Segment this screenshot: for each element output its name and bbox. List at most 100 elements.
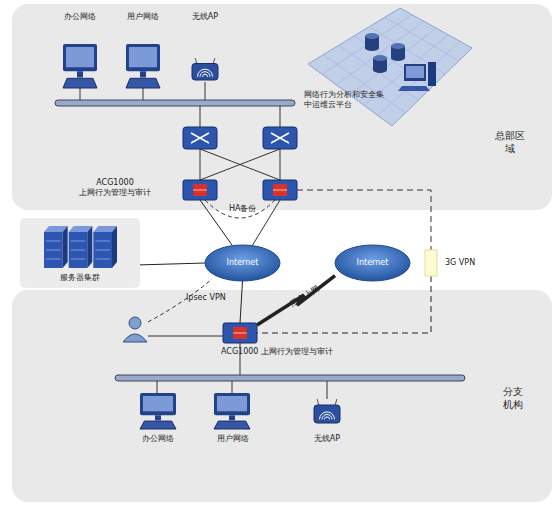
wire bbox=[80, 88, 81, 100]
server-front bbox=[69, 232, 88, 268]
pc-base bbox=[63, 78, 97, 88]
icon-group bbox=[205, 245, 280, 281]
database-top bbox=[373, 55, 387, 61]
network-node: 办公网络 bbox=[55, 10, 105, 90]
network-node: 网络行为分析和安全集 中运维云平台 bbox=[300, 6, 475, 131]
database-bottom bbox=[373, 67, 387, 73]
firewall-brick bbox=[233, 333, 247, 334]
icon-group bbox=[425, 250, 437, 276]
internet-cloud bbox=[205, 245, 280, 281]
wifi-arc bbox=[320, 412, 335, 420]
user-head bbox=[129, 317, 141, 329]
server-stripe bbox=[71, 259, 86, 260]
icon-group bbox=[214, 393, 250, 429]
icon-group bbox=[126, 44, 160, 88]
internet-cloud bbox=[335, 245, 410, 281]
monitor-screen bbox=[66, 47, 94, 67]
wire bbox=[280, 149, 281, 180]
server-front bbox=[44, 232, 63, 268]
node-icon bbox=[55, 10, 105, 90]
console-monitor bbox=[404, 64, 426, 81]
link-label: Ipsec VPN bbox=[186, 293, 226, 302]
firewall-wall bbox=[273, 184, 287, 196]
lan-bus bbox=[115, 375, 465, 381]
wifi-arc bbox=[200, 72, 210, 77]
network-node: ACG1000 上网行为管理与审计 bbox=[223, 323, 257, 343]
network-node: 3G VPN bbox=[425, 250, 437, 276]
network-node: 用户网络 bbox=[205, 393, 260, 448]
wire bbox=[232, 381, 233, 393]
wifi-arc bbox=[325, 417, 330, 420]
platform-grid bbox=[350, 28, 436, 95]
database-top bbox=[391, 43, 405, 49]
firewall-wall bbox=[233, 327, 247, 339]
switch-symbol bbox=[183, 127, 217, 149]
node-label: 3G VPN bbox=[445, 258, 495, 268]
network-node: ACG1000 上网行为管理与审计 bbox=[183, 180, 217, 200]
node-label: 办公网络 bbox=[55, 12, 105, 22]
server-stripe bbox=[46, 259, 61, 260]
node-icon bbox=[183, 180, 217, 200]
node-label: 无线AP bbox=[180, 12, 230, 22]
icon-group bbox=[314, 399, 340, 423]
network-node: 无线AP bbox=[180, 10, 230, 82]
monitor-screen bbox=[217, 396, 247, 411]
node-label: 办公网络 bbox=[130, 434, 185, 444]
lan-bus bbox=[55, 100, 295, 106]
firewall-symbol bbox=[263, 180, 297, 200]
server-stripe bbox=[71, 241, 86, 242]
wifi-arc bbox=[198, 69, 213, 76]
node-label: 总部区 域 bbox=[490, 130, 530, 155]
wire bbox=[157, 381, 158, 393]
node-label: 分支 机构 bbox=[498, 386, 528, 411]
database-bottom bbox=[365, 45, 379, 51]
node-label: Internet bbox=[335, 258, 410, 268]
wire bbox=[280, 106, 281, 127]
node-label: Internet bbox=[205, 258, 280, 268]
console-tower bbox=[428, 62, 436, 86]
network-node: 无线AP bbox=[298, 393, 356, 448]
node-icon bbox=[223, 323, 257, 343]
server-side bbox=[87, 226, 92, 268]
monitor-frame bbox=[63, 44, 97, 71]
region-band: 办公网络 用户网络 无线AP 网络行为分析和安全集 中运维云平台 ACG1000 上网行… bbox=[12, 4, 552, 210]
firewall-wall bbox=[193, 184, 207, 196]
console-screen bbox=[406, 66, 424, 78]
wire bbox=[327, 381, 328, 399]
switch-symbol bbox=[263, 127, 297, 149]
node-label: 服务器集群 bbox=[20, 273, 140, 283]
database-bottom bbox=[391, 55, 405, 61]
switch-arrows bbox=[191, 133, 209, 143]
monitor-neck bbox=[140, 71, 146, 77]
monitor-neck bbox=[77, 71, 83, 77]
server-stripe bbox=[71, 250, 86, 251]
icon-group bbox=[140, 393, 176, 429]
icon-group bbox=[335, 245, 410, 281]
wire bbox=[200, 149, 201, 180]
wire bbox=[205, 82, 206, 100]
network-link bbox=[140, 263, 205, 265]
node-label: ACG1000 上网行为管理与审计 bbox=[67, 178, 163, 198]
node-icon bbox=[300, 6, 475, 131]
node-label: 用户网络 bbox=[118, 12, 168, 22]
platform-grid bbox=[385, 17, 459, 61]
console-keyboard bbox=[398, 86, 430, 91]
server-stripe bbox=[95, 241, 110, 242]
platform-grid bbox=[378, 41, 460, 115]
monitor-frame bbox=[126, 44, 160, 71]
icon-group bbox=[183, 180, 217, 200]
firewall-body bbox=[223, 323, 257, 343]
node-label: 网络行为分析和安全集 中运维云平台 bbox=[304, 90, 416, 110]
icon-group bbox=[192, 58, 218, 80]
monitor-frame bbox=[214, 393, 250, 415]
network-node: 服务器集群 bbox=[20, 218, 140, 288]
pc-base bbox=[214, 421, 250, 429]
server-side bbox=[112, 226, 117, 268]
firewall-brick bbox=[193, 190, 207, 191]
icon-group bbox=[44, 226, 117, 268]
network-node: Internet bbox=[335, 245, 410, 281]
pc-base bbox=[126, 78, 160, 88]
firewall-body bbox=[183, 180, 217, 200]
database-top bbox=[365, 33, 379, 39]
